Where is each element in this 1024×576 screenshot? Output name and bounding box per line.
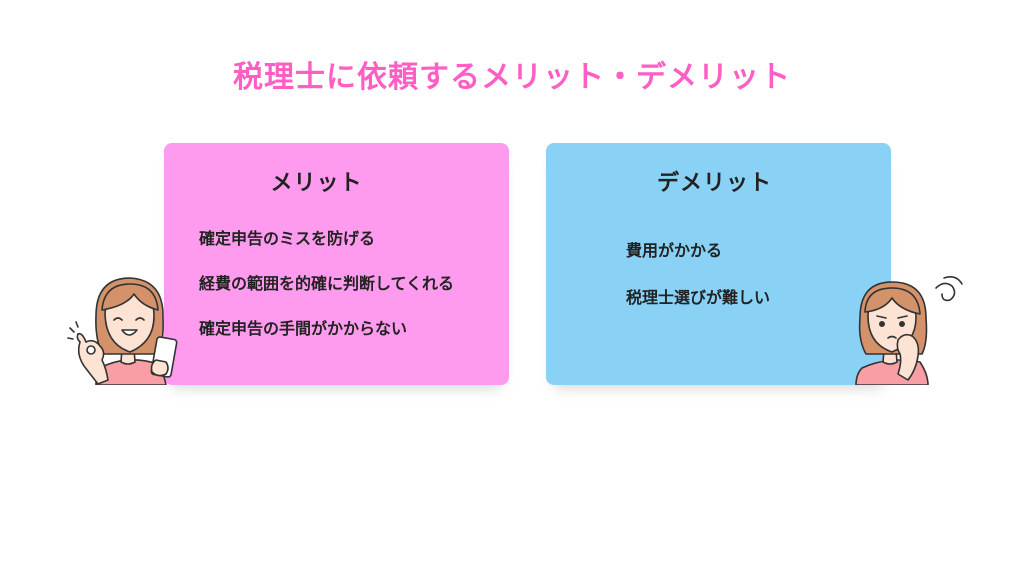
list-item: 経費の範囲を的確に判断してくれる [199, 274, 455, 293]
page-title: 税理士に依頼するメリット・デメリット [233, 60, 791, 95]
merit-heading: メリット [270, 171, 363, 196]
woman-worried-icon [848, 270, 968, 385]
list-item: 費用がかかる [626, 241, 723, 260]
list-item: 税理士選びが難しい [626, 288, 771, 307]
demerit-heading: デメリット [656, 171, 772, 196]
demerit-list: 費用がかかる 税理士選びが難しい [626, 241, 770, 335]
list-item: 確定申告のミスを防げる [199, 229, 376, 248]
merit-card: メリット 確定申告のミスを防げる 経費の範囲を的確に判断してくれる 確定申告の手… [164, 143, 509, 385]
merit-list: 確定申告のミスを防げる 経費の範囲を的確に判断してくれる 確定申告の手間がかから… [199, 229, 454, 364]
woman-ok-sign-icon [62, 268, 190, 385]
list-item: 確定申告の手間がかからない [199, 319, 408, 338]
demerit-card: デメリット 費用がかかる 税理士選びが難しい [546, 143, 891, 385]
